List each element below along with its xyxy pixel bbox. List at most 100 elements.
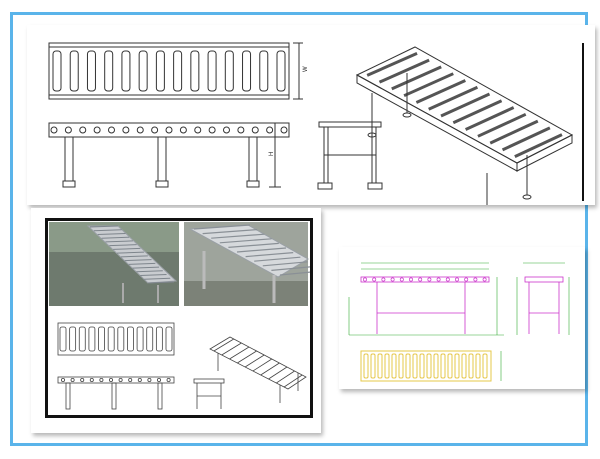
front-elevation-view [48,122,290,188]
roller-end [280,126,288,134]
iso-roller [415,79,466,104]
roller [86,50,96,92]
cad-plan-roller [433,353,439,379]
photo-roller [228,242,279,248]
support-leg [157,136,167,182]
roller [52,50,62,92]
small-front-view [57,376,175,410]
iso-foot [522,194,532,200]
roller-end [251,126,259,134]
photo-roller [140,274,167,277]
cad-roller-end [372,277,377,282]
iso-roller [477,112,527,138]
photo-roller [211,233,265,239]
iso-roller [391,65,442,91]
roller-end [64,126,72,134]
photo-roller [105,240,133,243]
photo-roller [113,247,141,250]
roller [165,326,173,352]
conveyor-photo-2 [184,222,310,306]
roller [98,326,105,352]
cad-plan-view [360,350,502,382]
photo-roller [124,259,152,262]
roller [138,50,148,92]
cad-front-view [348,262,504,336]
iso-roller [489,119,539,145]
cad-roller-end [436,277,441,282]
plan-frame [57,322,175,356]
roller [276,50,286,92]
iso-roller [501,126,551,152]
cad-plan-roller [475,353,481,379]
cad-plan-roller [447,353,453,379]
roller [69,50,79,92]
photo-roller [109,244,137,247]
cad-roller-end [482,277,487,282]
photo-roller [202,229,258,235]
figure-frame: W H [10,12,595,446]
photo-roller [132,266,160,269]
roller [78,326,86,352]
roller-end [79,126,87,134]
cad-drawing [348,262,570,382]
cad-roller-end [445,277,450,282]
leg-foot [62,180,76,188]
photo-roller [147,281,175,284]
iso-roller [252,358,273,372]
support-leg [111,382,117,410]
cad-side-view [516,262,570,335]
roller [224,50,234,92]
support-leg [248,136,258,182]
iso-roller [276,370,295,384]
roller [173,50,183,92]
photo-roller [193,224,251,230]
roller [69,326,77,352]
cad-plan-roller [370,353,376,379]
small-side-view [193,378,225,409]
roller [190,50,200,92]
height-dimension-label: H [269,152,275,156]
roller [259,50,269,92]
iso-roller [268,366,288,380]
roller-end [137,377,142,382]
roller-end [179,126,187,134]
small-isometric-view [209,336,307,403]
roller-end [80,377,85,382]
roller-end [118,377,123,382]
roller-end [50,126,58,134]
cad-roller-end [464,277,469,282]
roller [117,326,125,352]
roller [127,326,134,352]
iso-foot [402,112,412,118]
support-leg [157,382,163,410]
photo-roller [144,277,171,280]
cad-roller-end [455,277,459,282]
roller [242,50,252,92]
roller-end [237,126,245,134]
iso-roller [221,342,242,356]
photo-panel-border [45,218,313,418]
cad-roller-end [390,277,395,282]
cad-roller-end [473,277,478,282]
plan-frame [48,42,290,100]
cad-plan-roller [391,353,397,379]
top-drawing-panel: W H [27,25,595,205]
front-beam [48,122,290,138]
roller [121,50,131,92]
leg-foot [155,180,169,188]
photo-roller [128,262,156,265]
roller [155,50,165,92]
roller [104,50,114,92]
cad-plan-roller [377,353,383,379]
iso-roller [464,106,515,131]
photo-roller [219,238,272,244]
roller-end [99,377,104,382]
roller-end [70,377,75,382]
iso-frame-top [209,336,307,390]
roller-end [194,126,202,134]
roller [107,326,115,352]
iso-roller [260,362,280,376]
roller-end [109,377,114,382]
roller-conveyor-drawing: W H [48,42,584,205]
iso-roller [213,338,235,352]
